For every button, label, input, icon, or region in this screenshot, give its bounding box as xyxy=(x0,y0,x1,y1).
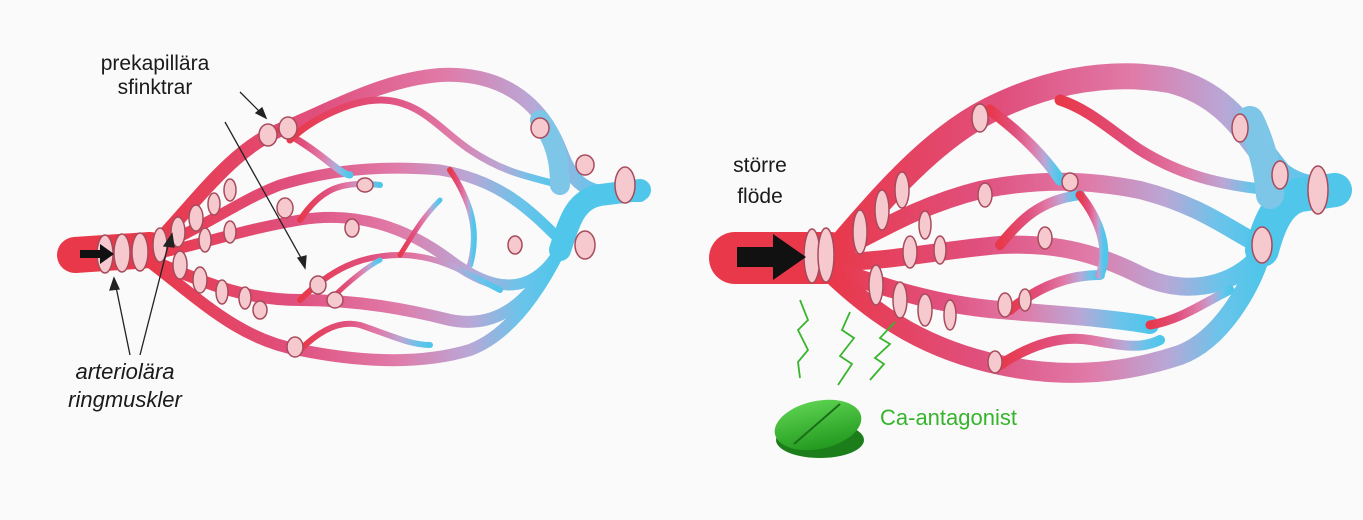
label-ringmuskler: ringmuskler xyxy=(40,386,210,414)
left-vessel-network xyxy=(75,75,640,360)
pill-icon xyxy=(770,392,866,458)
label-storre: större xyxy=(715,153,805,178)
label-ca-antagonist: Ca-antagonist xyxy=(880,405,1080,430)
label-arteriolara: arteriolära xyxy=(40,358,210,386)
label-prekapillara: prekapillära xyxy=(70,51,240,76)
label-flode: flöde xyxy=(715,184,805,209)
right-vessel-network xyxy=(735,76,1335,458)
label-sfinktrar: sfinktrar xyxy=(70,75,240,100)
